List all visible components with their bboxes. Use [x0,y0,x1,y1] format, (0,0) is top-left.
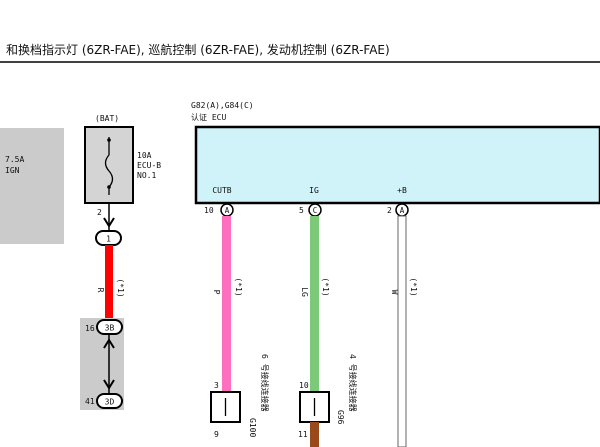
connector-1-label: 1 [106,235,111,244]
auth-ecu-box [194,125,600,205]
up-arrow-icon [103,338,115,349]
green-wire [310,216,319,392]
fuse-dot-bottom [107,185,111,189]
terminal-ig-label: IG [309,186,319,195]
g100-code: G100 [248,418,257,437]
ign-fuse-name: IGN [5,166,20,175]
down-arrow-icon [103,217,115,228]
ecu-code: G82(A),G84(C) [191,101,254,110]
splice-3d-label: 3D [105,398,115,407]
splice-bottom-pin: 41 [85,397,95,406]
red-wire-code: R [96,288,105,293]
g100-top-pin: 3 [214,381,219,390]
g96-desc: 4 号接线连接器 [348,354,358,412]
bat-fuse-name-1: ECU-B [137,161,161,170]
ign-fuse-rating: 7.5A [5,155,24,164]
pink-wire [222,216,231,392]
bat-label: (BAT) [95,114,119,123]
terminal-cutb-pin: 10 [204,206,214,215]
terminal-b-pin: 2 [387,206,392,215]
white-wire [397,215,407,447]
green-wire-code: LG [300,287,309,297]
g96-top-pin: 10 [299,381,309,390]
terminal-ig-pin: 5 [299,206,304,215]
terminal-cutb-label: CUTB [212,186,231,195]
splice-3d [96,393,123,409]
splice-top-pin: 16 [85,324,95,333]
bat-fuse-rating: 10A [137,151,152,160]
pink-wire-note: (*1) [234,277,243,296]
g96-bottom-pin: 11 [298,430,308,439]
connector-c-ig-label: C [313,206,318,215]
white-wire-code: W [390,290,399,295]
bat-fuse-pin: 2 [97,208,102,217]
g100-desc: 6 号接线连接器 [260,354,270,412]
red-wire [105,245,113,319]
brown-wire [310,422,319,447]
white-wire-note: (*1) [409,277,418,296]
terminal-b-label: +B [397,186,407,195]
down-arrow-icon [103,379,115,390]
g96-code: G96 [336,410,345,425]
connector-a-cutb-label: A [225,206,230,215]
green-wire-note: (*1) [321,277,330,296]
red-wire-note: (*1) [116,278,125,297]
g100-bottom-pin: 9 [214,430,219,439]
pink-wire-code: P [212,290,221,295]
connector-a-b-label: A [400,206,405,215]
page-title: 和换档指示灯 (6ZR-FAE), 巡航控制 (6ZR-FAE), 发动机控制 … [6,42,390,57]
splice-3b-label: 3B [105,324,115,333]
ecu-name: 认证 ECU [191,112,226,122]
bat-fuse-name-2: NO.1 [137,171,156,180]
fuse-dot-top [107,138,111,142]
ign-fuse-panel [0,128,64,244]
fuse-element-icon [104,154,114,188]
